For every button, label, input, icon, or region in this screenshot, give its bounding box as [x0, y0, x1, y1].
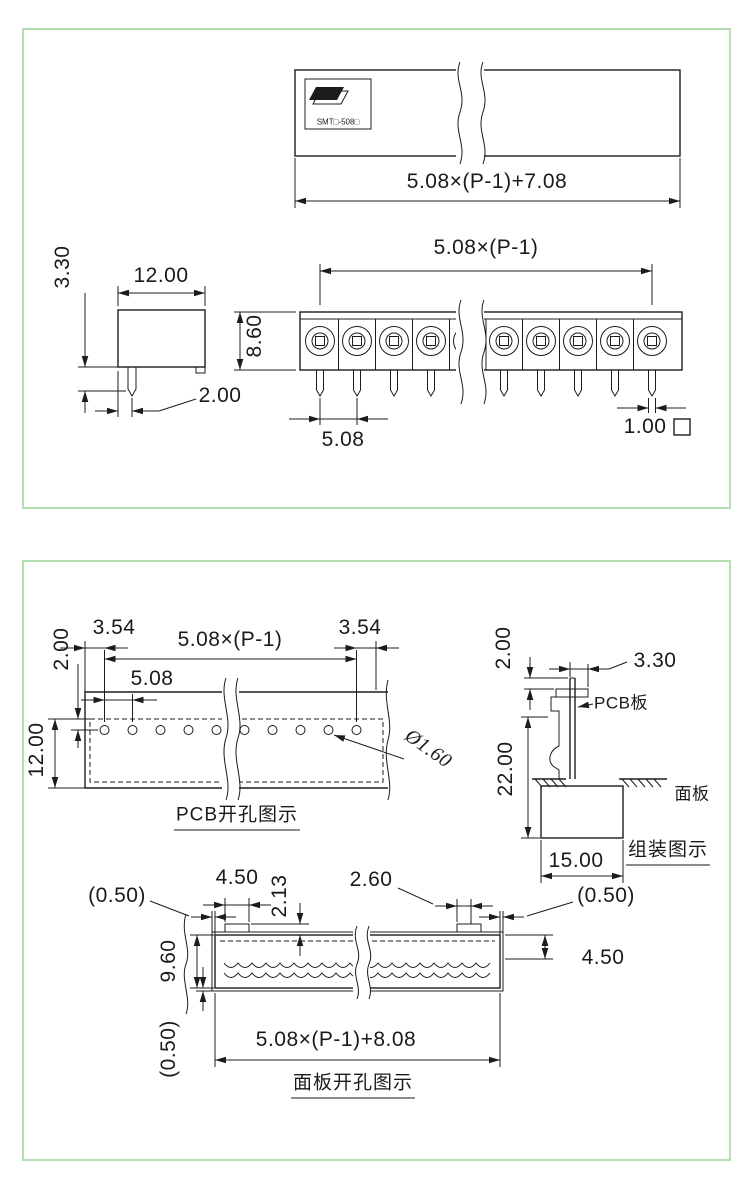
brand-label: SMT□-508□	[316, 117, 360, 127]
solder-pin	[648, 369, 656, 397]
break-line	[480, 61, 486, 165]
asm-height-label: 22.00	[494, 741, 517, 797]
dim-pin-size	[617, 398, 691, 436]
connector-profile	[549, 696, 570, 779]
dim-pin-size-label: 1.00	[623, 415, 667, 438]
front-view-drawing	[299, 299, 683, 405]
panel-slot-label: 2.60	[349, 868, 393, 891]
dim-pin-offset-label: 2.00	[198, 384, 242, 407]
terminal	[600, 326, 630, 356]
dim-pitch-span	[319, 264, 653, 305]
panel-gap-bottom-label: (0.50)	[157, 1020, 180, 1078]
break-line	[481, 299, 487, 405]
solder-pin	[390, 369, 398, 397]
break-line	[458, 299, 464, 405]
terminal	[379, 326, 409, 356]
dim-body-height	[234, 311, 296, 371]
drill-hole	[183, 725, 194, 735]
terminal	[416, 326, 446, 356]
break-line	[457, 61, 463, 165]
solder-pin	[500, 369, 508, 397]
panel-notch-width-label: 4.50	[215, 866, 259, 889]
brand-box	[304, 78, 372, 130]
break-line	[235, 677, 241, 801]
pcb-margin-left-label: 3.54	[92, 616, 136, 639]
drill-hole	[323, 725, 334, 735]
panel-cutout-drawing	[149, 887, 574, 1067]
drill-hole	[155, 725, 166, 735]
panel-gap-tl-label: (0.50)	[88, 884, 146, 907]
pcb-pitch-span-label: 5.08×(P-1)	[177, 628, 283, 651]
dim-pitch	[289, 398, 388, 425]
panel-total-width-label: 5.08×(P-1)+8.08	[255, 1028, 417, 1051]
drill-hole	[239, 725, 250, 735]
pcb-height-label: 12.00	[25, 722, 48, 778]
drill-hole	[351, 725, 362, 735]
dim-total-width-label: 5.08×(P-1)+7.08	[406, 170, 568, 193]
solder-pin	[127, 367, 137, 398]
terminal	[342, 326, 372, 356]
dim-total-width	[294, 158, 681, 208]
break-mask	[456, 300, 484, 404]
break-line	[223, 677, 229, 801]
drill-hole	[211, 725, 222, 735]
side-view-drawing	[117, 309, 206, 398]
asm-caption: 组装图示	[625, 835, 711, 866]
assembly-drawing	[521, 657, 667, 883]
brand-logo-outline-icon	[312, 90, 349, 105]
pcb-pitch-label: 5.08	[130, 667, 174, 690]
break-line	[366, 925, 372, 1000]
square-section-symbol-icon	[673, 418, 691, 436]
dim-pitch-span-label: 5.08×(P-1)	[433, 236, 539, 259]
asm-pcb-label: PCB板	[594, 693, 648, 713]
panel-cutout-height-label: 9.60	[157, 939, 180, 983]
terminal	[637, 326, 667, 356]
dim-side-width	[117, 286, 206, 306]
solder-pin	[427, 369, 435, 397]
panel-caption: 面板开孔图示	[290, 1068, 416, 1099]
dim-pin-offset	[95, 371, 197, 417]
break-line	[183, 913, 189, 1015]
drill-hole	[127, 725, 138, 735]
dim-body-height-label: 8.60	[243, 314, 266, 358]
dim-side-width-label: 12.00	[133, 264, 189, 287]
solder-pin	[316, 369, 324, 397]
break-mask	[456, 62, 484, 164]
dim-pitch-label: 5.08	[321, 428, 365, 451]
break-line	[354, 925, 360, 1000]
notch-right	[456, 923, 482, 932]
panel-notch-right-label: 4.50	[581, 946, 625, 969]
pcb-hole-drawing	[48, 641, 405, 804]
asm-width-label: 15.00	[548, 849, 604, 872]
asm-clearance-label: 2.00	[492, 626, 515, 670]
panel-gap-tr-label: (0.50)	[577, 884, 635, 907]
hole-dia-leader	[333, 734, 405, 760]
drill-hole	[267, 725, 278, 735]
break-line	[385, 679, 391, 801]
pcb-label-leader	[577, 701, 594, 709]
terminal	[526, 326, 556, 356]
solder-pin	[574, 369, 582, 397]
solder-pin	[537, 369, 545, 397]
drill-hole	[295, 725, 306, 735]
pcb-margin-right-label: 3.54	[338, 616, 382, 639]
solder-pin	[611, 369, 619, 397]
brand-logo-icon	[309, 87, 344, 100]
asm-panel-label: 面板	[674, 784, 710, 804]
top-view-drawing	[294, 61, 681, 165]
pcb-caption: PCB开孔图示	[173, 800, 301, 831]
solder-pin	[353, 369, 361, 397]
drill-hole	[99, 725, 110, 735]
notch-left	[224, 923, 250, 932]
asm-pcb-thickness-label: 3.30	[633, 649, 677, 672]
terminal	[489, 326, 519, 356]
dim-pin-length	[78, 293, 126, 413]
terminal	[305, 326, 335, 356]
pcb-hole-offset-label: 2.00	[50, 627, 73, 671]
panel-notch-height-label: 2.13	[268, 874, 291, 918]
terminal	[563, 326, 593, 356]
dim-pin-length-label: 3.30	[51, 245, 74, 289]
